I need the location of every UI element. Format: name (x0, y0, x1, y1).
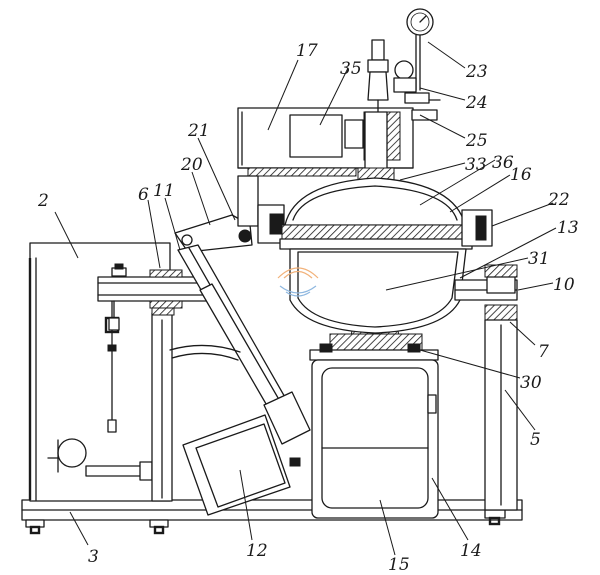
label-24: 24 (465, 93, 488, 113)
label-5: 5 (530, 430, 541, 450)
label-12: 12 (246, 541, 268, 561)
base-frame (21, 499, 523, 535)
label-35: 35 (340, 59, 362, 79)
grinding-vessel (279, 177, 518, 334)
watermark-logo (277, 267, 319, 297)
label-11: 11 (153, 181, 175, 201)
label-10: 10 (553, 275, 575, 295)
label-23: 23 (465, 62, 488, 82)
pressure-gauge-assembly (367, 8, 441, 121)
label-20: 20 (180, 155, 203, 175)
label-3: 3 (88, 547, 99, 567)
label-7: 7 (538, 342, 549, 362)
label-16: 16 (510, 165, 532, 185)
label-31: 31 (528, 249, 550, 269)
label-6: 6 (138, 185, 149, 205)
right-column (484, 264, 518, 511)
lift-arm (169, 214, 311, 516)
label-17: 17 (296, 41, 318, 61)
label-22: 22 (547, 190, 570, 210)
label-21: 21 (187, 121, 210, 141)
label-33: 33 (465, 155, 487, 175)
label-14: 14 (460, 541, 482, 561)
left-column (151, 304, 175, 502)
label-2: 2 (37, 191, 49, 211)
label-30: 30 (520, 373, 542, 393)
leader-lines (54, 41, 557, 556)
label-36: 36 (492, 153, 514, 173)
label-25: 25 (465, 131, 488, 151)
lower-drive (309, 333, 439, 519)
label-13: 13 (557, 218, 579, 238)
label-15: 15 (388, 555, 410, 575)
part-labels: 2 3 5 6 7 10 11 12 13 14 15 16 17 20 21 … (37, 41, 579, 575)
